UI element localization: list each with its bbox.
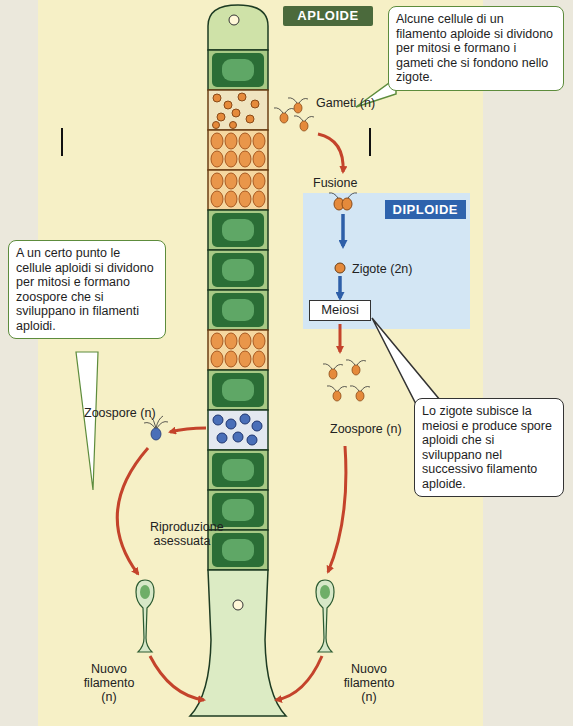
holdfast-cell [190,570,286,716]
stage-label: Zigote (2n) [352,262,412,276]
stage-label: Nuovo filamento (n) [338,662,400,704]
cycle-arrow [170,428,206,432]
callout-box: Alcune cellule di un filamento aploide s… [388,6,564,91]
gametangium [208,170,268,210]
cycle-arrow [117,448,148,574]
vegetative-cell [208,210,268,250]
gametangium [208,130,268,170]
cell-nucleus [229,15,239,25]
stage-label: Zoospore (n) [84,406,156,420]
vegetative-cell [208,50,268,90]
stage-label: Fusione [313,176,357,190]
germling [316,580,334,652]
node-text: Lo zigote subisce la meiosi e produce sp… [422,404,556,491]
meiotic-zoospores [323,360,370,401]
stage-label: Zoospore (n) [330,422,402,436]
gametangium-open [208,90,268,130]
vegetative-cell [208,290,268,330]
gametangium [208,330,268,370]
vegetative-cell [208,530,268,570]
callout-box: Lo zigote subisce la meiosi e produce sp… [414,398,564,497]
cycle-arrow [276,656,322,700]
node-text: Meiosi [310,301,370,318]
released-gametes [274,98,314,131]
tick-mark [61,128,63,156]
node-text: APLOIDE [283,6,373,26]
vegetative-cell [208,490,268,530]
vegetative-cell [208,250,268,290]
zoosporangium [208,410,268,450]
ulothrix-filament [190,5,286,716]
callout-tail [372,318,440,408]
yellow-panel [38,0,483,726]
node-text: A un certo punto le cellule aploidi si d… [16,246,158,333]
phase-region: DIPLOIDE Meiosi [303,193,470,329]
phase-band: APLOIDE [283,6,373,26]
vegetative-cell [208,450,268,490]
node-text: DIPLOIDE [385,200,466,219]
process-box: Meiosi [309,300,371,321]
node-text: Alcune cellule di un filamento aploide s… [396,12,556,85]
cycle-arrow [150,656,204,700]
stage-label: Gameti (n) [316,96,375,110]
cycle-arrow [328,446,346,572]
callout-box: A un certo punto le cellule aploidi si d… [8,240,166,339]
germling [136,580,154,652]
callout-tail [76,352,98,490]
apical-cell [208,5,268,50]
stage-label: Nuovo filamento (n) [78,662,140,704]
cell-nucleus [233,600,243,610]
tick-mark [369,128,371,156]
vegetative-cell [208,370,268,410]
stage-label: Riproduzione asessuata [150,520,214,548]
cycle-arrow [318,134,343,172]
